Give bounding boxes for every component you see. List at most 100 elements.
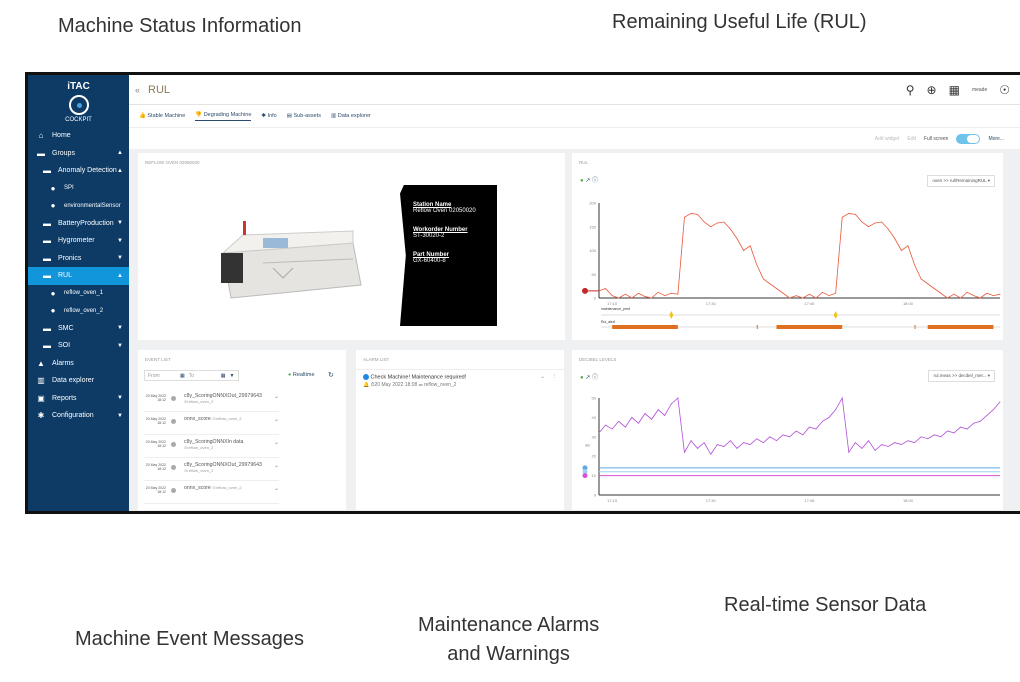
event-source: reflow_oven_2 [215,416,242,421]
tab-stable-machine[interactable]: 👍 Stable Machine [139,113,185,119]
data-point [815,428,817,430]
back-chevron-icon[interactable]: « [135,84,141,95]
full-screen-button[interactable]: Full screen [923,135,949,142]
sidebar-item-reflow-oven-2[interactable]: ●reflow_oven_2 [28,302,129,320]
report-icon: ▣ [37,393,45,403]
realtime-toggle[interactable]: ● Realtime [288,372,315,378]
chevron-down-icon[interactable]: ▼ [117,342,123,349]
chevron-down-icon[interactable]: ▼ [117,255,123,262]
callout-status: Machine Status Information [58,15,302,37]
more-menu-button[interactable]: More... [988,135,1004,142]
data-point [677,293,679,295]
y-tick-label: 150 [589,224,596,229]
data-point [743,250,745,251]
add-icon[interactable]: ⊕ [926,82,937,97]
data-point [611,295,613,297]
tab-bar: 👍 Stable Machine 👎 Degrading Machine ✱ Inf… [129,105,1020,127]
sidebar-item-home[interactable]: ⌂Home [28,127,129,145]
sidebar-item-environmentalsensor[interactable]: ●environmentalSensor [28,197,129,215]
expand-chevron-icon[interactable]: ⌄ [273,486,279,492]
expand-chevron-icon[interactable]: ⌄ [273,463,279,469]
chevron-down-icon[interactable]: ▼ [117,237,123,244]
series-selector[interactable]: oven >> rul/RemainingRUL ▾ [927,175,995,187]
sidebar-item-groups[interactable]: ▬Groups▲ [28,145,129,163]
sidebar-item-reflow-oven-1[interactable]: ●reflow_oven_1 [28,285,129,303]
sidebar-item-spi[interactable]: ●SPI [28,180,129,198]
edit-button[interactable]: Edit [907,135,916,142]
chart-legend-icons[interactable]: ● ↗ ⓘ [580,178,598,184]
event-date: 20 May 2022 18:12 [145,417,166,425]
chevron-up-icon[interactable]: ▲ [117,167,123,174]
expand-chevron-icon[interactable]: ⌄ [273,417,279,423]
chevron-up-icon[interactable]: ▲ [117,272,123,279]
data-point [769,283,771,285]
expand-chevron-icon[interactable]: ⌄ [273,394,279,400]
filter-icon[interactable]: ▼ [229,372,235,379]
data-point [894,442,896,444]
from-date-input[interactable]: From [148,372,160,379]
chevron-down-icon[interactable]: ▼ [117,325,123,332]
toggle-switch[interactable] [956,133,981,144]
data-point [802,434,804,436]
folder-icon: ▬ [43,218,51,228]
data-point [657,291,659,293]
chart-legend-icons[interactable]: ● ↗ ⓘ [580,375,598,381]
data-point [841,216,843,218]
search-icon[interactable]: ⚲ [905,82,915,97]
tab-data-explorer[interactable]: ▥ Data explorer [331,113,371,119]
user-avatar-icon[interactable]: ☉ [999,82,1010,97]
callout-rul: Remaining Useful Life (RUL) [612,11,867,33]
expand-chevron-icon[interactable]: ⌄ [273,440,279,446]
event-text: onnx_score [184,485,211,491]
calendar-icon[interactable]: ▦ [220,372,226,379]
data-point [993,295,994,297]
data-point [979,297,981,299]
to-date-input[interactable]: To [188,372,195,379]
data-point [690,440,692,442]
sidebar-item-hygrometer[interactable]: ▬Hygrometer▼ [28,232,129,250]
data-point [966,291,968,293]
data-point [907,245,909,247]
expand-chevron-icon[interactable]: ⌄ [540,374,545,380]
data-point [697,214,699,215]
more-options-icon[interactable]: ⋮ [551,374,558,380]
sidebar-item-smc[interactable]: ▬SMC▼ [28,320,129,338]
refresh-icon[interactable]: ↻ [328,372,334,379]
add-widget-button[interactable]: Add widget [874,135,900,142]
tab-sub-assets[interactable]: ▤ Sub-assets [287,113,321,119]
tab-degrading-machine[interactable]: 👎 Degrading Machine [195,112,252,121]
alarm-item[interactable]: Check Machine! Maintenance required! ⌄ ⋮… [363,374,558,389]
user-name[interactable]: meade [971,86,988,93]
chevron-down-icon[interactable]: ▼ [117,220,123,227]
sidebar-item-rul[interactable]: ▬RUL▲ [28,267,129,285]
sidebar-item-data-explorer[interactable]: ▥Data explorer [28,372,129,390]
sidebar-item-configuration[interactable]: ✱Configuration▼ [28,407,129,425]
tab-label: Stable Machine [147,113,186,119]
chevron-up-icon[interactable]: ▲ [117,150,123,157]
series-selector[interactable]: rul.meas >> decibel_met... ▾ [928,370,995,382]
chevron-down-icon[interactable]: ▼ [117,412,123,419]
event-row-label: Rul_alert [601,320,615,324]
alarm-source[interactable]: reflow_oven_2 [423,382,457,389]
sidebar-item-pronics[interactable]: ▬Pronics▼ [28,250,129,268]
apps-grid-icon[interactable]: ▦ [948,82,960,97]
y-tick-label: 40 [592,415,597,420]
calendar-icon[interactable]: ▦ [180,372,185,379]
sidebar-item-batteryproduction[interactable]: ▬BatteryProduction▼ [28,215,129,233]
field-label: Workorder Number [413,227,468,233]
data-point [854,214,856,215]
bell-icon: ▲ [37,358,45,368]
sidebar-item-reports[interactable]: ▣Reports▼ [28,390,129,408]
tab-info[interactable]: ✱ Info [261,113,276,119]
chevron-down-icon[interactable]: ▼ [117,395,123,402]
sidebar-item-soi[interactable]: ▬SOI▼ [28,337,129,355]
sidebar-item-alarms[interactable]: ▲Alarms [28,355,129,373]
brand-logo: iTAC [67,81,90,92]
sidebar-item-anomaly-detection[interactable]: ▬Anomaly Detection▲ [28,162,129,180]
